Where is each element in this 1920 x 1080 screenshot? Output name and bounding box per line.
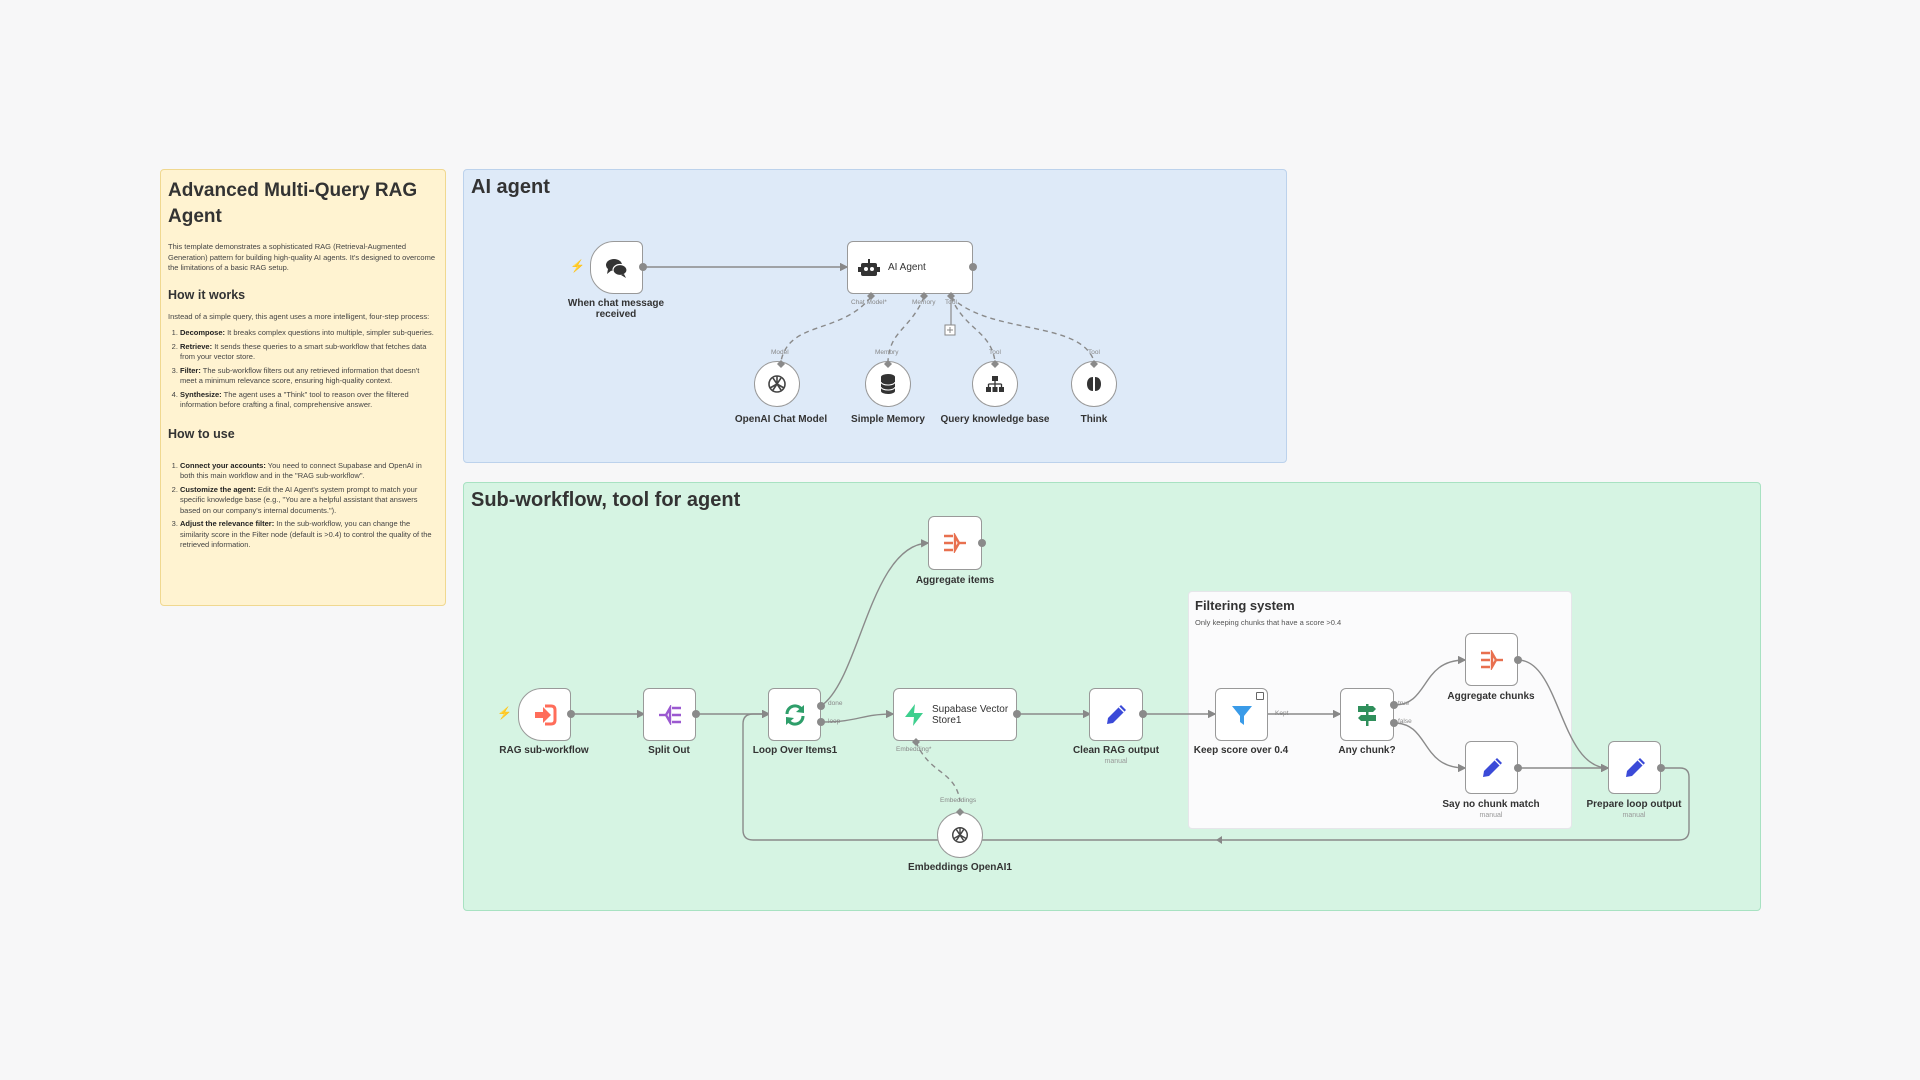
clean-rag-output-sublabel: manual <box>1104 758 1128 765</box>
openai-chat-model-label: OpenAI Chat Model <box>734 414 828 425</box>
chat-bubbles-icon <box>605 258 628 278</box>
documentation-note[interactable]: Advanced Multi-Query RAG Agent This temp… <box>160 169 446 606</box>
doc-steps-list: Decompose: It breaks complex questions i… <box>168 328 438 411</box>
simple-memory-label: Simple Memory <box>851 414 925 425</box>
prepare-loop-output-node[interactable] <box>1608 741 1661 794</box>
prepare-loop-output-sublabel: manual <box>1622 812 1646 819</box>
ai-agent-node[interactable]: AI Agent <box>847 241 973 294</box>
loop-port-done: done <box>828 700 843 707</box>
keep-score-label: Keep score over 0.4 <box>1193 745 1289 756</box>
rag-sub-workflow-trigger-node[interactable] <box>518 688 571 741</box>
trigger-bolt-icon: ⚡ <box>497 706 512 720</box>
aggregate-icon <box>1480 649 1503 670</box>
say-no-chunk-match-sublabel: manual <box>1479 812 1503 819</box>
pen-icon <box>1482 757 1502 777</box>
if-port-true: true <box>1398 700 1410 707</box>
simple-memory-node[interactable] <box>865 361 911 407</box>
doc-title: Advanced Multi-Query RAG Agent <box>168 180 418 227</box>
filtering-system-subtitle: Only keeping chunks that have a score >0… <box>1195 618 1342 627</box>
embeddings-openai-node[interactable] <box>937 812 983 858</box>
prepare-loop-output-label: Prepare loop output <box>1586 799 1682 810</box>
doc-step: Decompose: It breaks complex questions i… <box>180 328 438 339</box>
doc-intro: This template demonstrates a sophisticat… <box>168 242 436 272</box>
embeddings-openai-label: Embeddings OpenAI1 <box>908 862 1012 873</box>
any-chunk-label: Any chunk? <box>1338 745 1396 756</box>
supabase-bolt-icon <box>905 703 923 726</box>
agent-port-tool: Tool <box>945 299 957 306</box>
ai-agent-section-title: AI agent <box>471 176 550 198</box>
think-label: Think <box>1080 414 1108 425</box>
ai-agent-label: AI Agent <box>888 262 926 273</box>
sub-port-model: Model <box>771 349 789 356</box>
aggregate-chunks-node[interactable] <box>1465 633 1518 686</box>
filtering-system-title: Filtering system <box>1195 598 1295 613</box>
aggregate-items-label: Aggregate items <box>915 575 995 586</box>
split-out-node[interactable] <box>643 688 696 741</box>
chat-trigger-label: When chat message received <box>567 298 665 320</box>
loop-over-items-label: Loop Over Items1 <box>752 745 838 756</box>
any-chunk-if-node[interactable] <box>1340 688 1394 741</box>
say-no-chunk-match-node[interactable] <box>1465 741 1518 794</box>
doc-use-list: Connect your accounts: You need to conne… <box>168 461 438 551</box>
doc-how-works-heading: How it works <box>168 287 246 302</box>
split-out-label: Split Out <box>648 745 690 756</box>
doc-how-works-intro: Instead of a simple query, this agent us… <box>168 311 430 321</box>
sub-port-memory: Memory <box>875 349 899 356</box>
sub-port-tool: Tool <box>1088 349 1100 356</box>
openai-icon <box>768 375 786 393</box>
agent-port-memory: Memory <box>912 299 936 306</box>
chat-trigger-node[interactable] <box>590 241 643 294</box>
query-knowledge-base-node[interactable] <box>972 361 1018 407</box>
ai-agent-section-note[interactable]: AI agent <box>463 169 1287 463</box>
loop-over-items-node[interactable] <box>768 688 821 741</box>
pen-icon <box>1625 757 1645 777</box>
query-knowledge-base-label: Query knowledge base <box>940 414 1050 425</box>
loop-port-loop: loop <box>828 718 841 725</box>
clean-rag-output-node[interactable] <box>1089 688 1143 741</box>
doc-step: Synthesize: The agent uses a "Think" too… <box>180 390 438 411</box>
doc-step: Filter: The sub-workflow filters out any… <box>180 366 438 387</box>
keep-score-filter-node[interactable] <box>1215 688 1268 741</box>
pen-icon <box>1107 704 1126 724</box>
supabase-port-embedding: Embedding* <box>896 746 932 753</box>
robot-icon <box>858 258 880 276</box>
aggregate-chunks-label: Aggregate chunks <box>1447 691 1535 702</box>
sign-in-icon <box>534 704 556 725</box>
keep-port-kept: Kept <box>1275 710 1289 717</box>
clean-rag-output-label: Clean RAG output <box>1072 745 1160 756</box>
say-no-chunk-match-label: Say no chunk match <box>1442 799 1540 810</box>
sync-icon <box>784 703 805 726</box>
think-node[interactable] <box>1071 361 1117 407</box>
aggregate-items-node[interactable] <box>928 516 982 570</box>
doc-step: Retrieve: It sends these queries to a sm… <box>180 342 438 363</box>
agent-port-chat-model: Chat Model* <box>851 299 887 306</box>
split-icon <box>658 704 681 725</box>
openai-chat-model-node[interactable] <box>754 361 800 407</box>
supabase-vector-store-node[interactable]: Supabase Vector Store1 <box>893 688 1017 741</box>
deactivate-small-icon[interactable] <box>1256 692 1264 700</box>
if-port-false: false <box>1398 718 1412 725</box>
doc-use-step: Connect your accounts: You need to conne… <box>180 461 438 482</box>
doc-use-step: Adjust the relevance filter: In the sub-… <box>180 519 438 551</box>
sub-workflow-section-title: Sub-workflow, tool for agent <box>471 489 741 511</box>
aggregate-icon <box>944 533 966 553</box>
doc-how-use-heading: How to use <box>168 426 235 441</box>
embeddings-port-label: Embeddings <box>940 797 977 804</box>
doc-use-step: Customize the agent: Edit the AI Agent's… <box>180 485 438 517</box>
database-icon <box>880 374 896 394</box>
signs-icon <box>1358 703 1376 726</box>
sitemap-icon <box>986 376 1004 392</box>
sub-port-tool: Tool <box>989 349 1001 356</box>
rag-sub-workflow-label: RAG sub-workflow <box>499 745 589 756</box>
brain-icon <box>1087 377 1101 391</box>
funnel-icon <box>1231 705 1252 725</box>
openai-icon <box>952 827 968 843</box>
trigger-bolt-icon: ⚡ <box>570 259 585 273</box>
supabase-vector-store-label: Supabase Vector Store1 <box>932 703 1009 726</box>
